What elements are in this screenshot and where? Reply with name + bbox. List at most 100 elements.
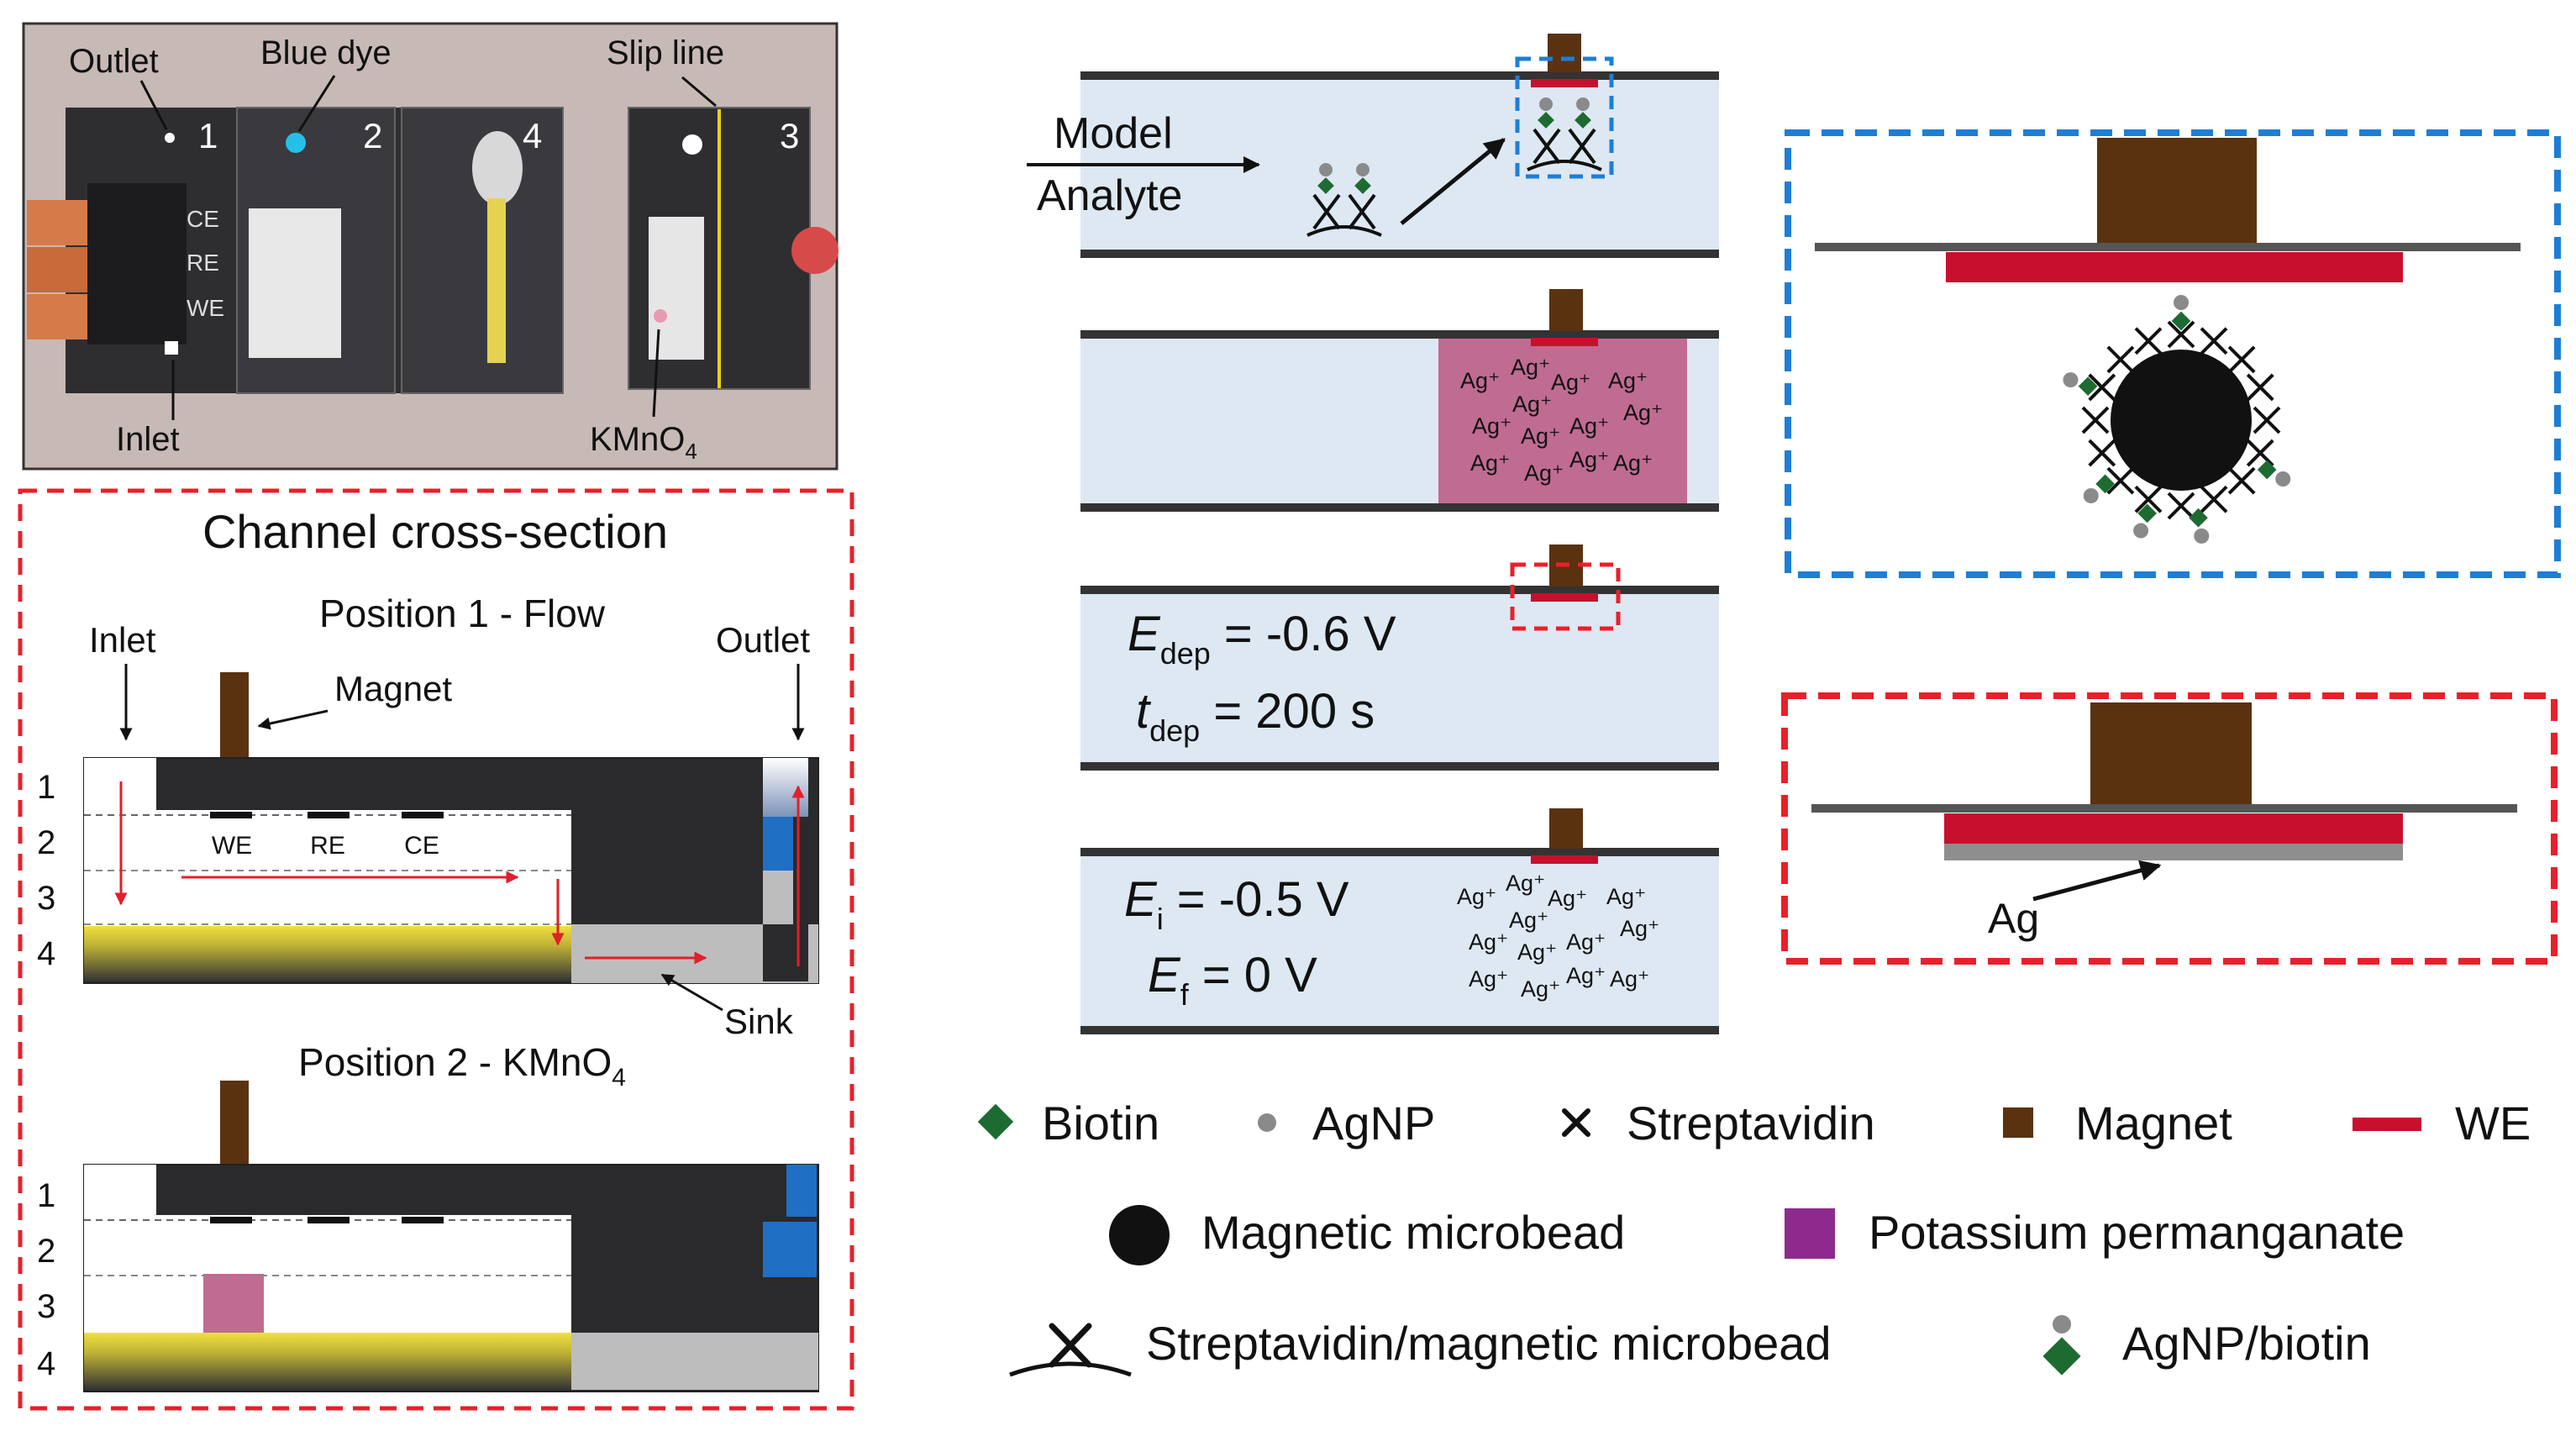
- callout-line: [652, 329, 660, 418]
- streptavidin-mark: [2167, 492, 2195, 520]
- photo-label-slip-line: Slip line: [607, 34, 724, 71]
- row-number: 2: [37, 1233, 55, 1270]
- row-number: 2: [37, 824, 55, 861]
- streptavidin-mark: [2106, 466, 2135, 495]
- channel-fill: [1080, 852, 1719, 1030]
- inlet-channel: [84, 1165, 156, 1217]
- agnp-mark: [2174, 295, 2189, 310]
- working-electrode: [1946, 252, 2403, 282]
- electrode-block: [87, 183, 187, 345]
- sink-reservoir: [84, 926, 571, 981]
- copper-contact: [27, 200, 87, 245]
- dye-column: [763, 1222, 817, 1277]
- legend-streptavidin: Streptavidin: [1627, 1097, 1875, 1150]
- copper-contact: [27, 247, 87, 292]
- dye-column: [763, 817, 793, 871]
- ag-ion: Ag⁺: [1548, 886, 1587, 911]
- streptavidin-legend-icon: [1564, 1111, 1588, 1134]
- agnp-biotin-legend-biotin: [2042, 1337, 2081, 1376]
- electrode-label: WE: [212, 832, 252, 860]
- channel-window: [249, 208, 341, 358]
- legend-biotin: Biotin: [1042, 1097, 1159, 1150]
- row-number: 3: [37, 1288, 55, 1325]
- position-2-title: Position 2 - KMnO4: [298, 1040, 626, 1092]
- working-electrode: [1531, 593, 1598, 602]
- electrode-pad: [308, 1217, 350, 1223]
- sink-reservoir: [84, 1333, 571, 1390]
- ag-ion: Ag⁺: [1610, 966, 1649, 992]
- zoom-indicator-blue: [1515, 56, 1614, 179]
- electrode-pad: [210, 812, 252, 818]
- ag-ion: Ag⁺: [1569, 447, 1609, 472]
- step-1-capture: Model Analyte: [1027, 34, 1719, 258]
- row-number: 1: [37, 769, 55, 806]
- biotin-legend-icon: [977, 1103, 1014, 1140]
- row-number: 4: [37, 1345, 55, 1382]
- sink-label: Sink: [724, 1002, 794, 1041]
- working-electrode: [1531, 338, 1598, 346]
- captured-complex-icon: [1527, 97, 1602, 171]
- ag-ion: Ag⁺: [1569, 413, 1609, 439]
- legend-microbead: Magnetic microbead: [1201, 1206, 1625, 1259]
- step-2-oxidation: Ag⁺ Ag⁺ Ag⁺ Ag⁺ Ag⁺ Ag⁺ Ag⁺ Ag⁺ Ag⁺ Ag⁺ …: [1080, 289, 1719, 512]
- agnp-mark: [2083, 487, 2099, 503]
- magnet: [220, 1081, 249, 1168]
- electrode-pad: [210, 1217, 252, 1223]
- working-electrode: [1944, 813, 2403, 844]
- streptavidin-mark: [2200, 327, 2228, 355]
- permanganate-legend-icon: [1785, 1208, 1835, 1259]
- zoom-indicator-red: [1510, 562, 1621, 631]
- agnp-legend-icon: [1258, 1113, 1276, 1132]
- photo-panel-number: 2: [363, 116, 382, 155]
- kmno4-region: [1438, 336, 1687, 506]
- kmno4-spoon: [472, 131, 523, 205]
- ag-ion: Ag⁺: [1623, 400, 1663, 425]
- sink-grey: [571, 1333, 818, 1390]
- working-electrode: [1531, 79, 1598, 87]
- photo-electrode-label: CE: [187, 206, 219, 232]
- model-analyte-label: Model: [1054, 109, 1173, 158]
- streptavidin-mark: [2088, 439, 2116, 467]
- zoom-red-frame: [1781, 692, 2558, 965]
- initial-potential: Ei = -0.5 V: [1124, 872, 1349, 936]
- biotin-mark: [2257, 460, 2277, 480]
- streptavidin-mark: [2246, 439, 2274, 467]
- grey-column: [763, 871, 793, 924]
- inlet-hole: [165, 341, 178, 355]
- callout-line: [139, 80, 168, 130]
- upper-channel: [84, 1215, 571, 1333]
- electrode-pad: [308, 812, 350, 818]
- photo-electrode-label: WE: [187, 295, 224, 321]
- ag-ion: Ag⁺: [1613, 450, 1653, 476]
- streptavidin-mark: [2106, 345, 2135, 374]
- legend-agnp-biotin: AgNP/biotin: [2122, 1317, 2371, 1370]
- ag-ion: Ag⁺: [1511, 355, 1550, 380]
- copper-contact: [27, 294, 87, 339]
- ag-arrow: [2032, 860, 2162, 902]
- blue-dye-drop: [286, 133, 306, 153]
- photo-panel-number: 4: [523, 116, 542, 155]
- slip-dot: [682, 134, 702, 155]
- ag-label: Ag: [1988, 895, 2039, 942]
- magnet-arrow: [257, 709, 329, 730]
- photo-panel-number: 1: [198, 116, 218, 155]
- ag-ion: Ag⁺: [1509, 908, 1548, 933]
- magnet: [220, 672, 249, 760]
- outlet-label: Outlet: [716, 620, 810, 660]
- step-4-stripping: Ei = -0.5 V Ef = 0 V Ag⁺ Ag⁺ Ag⁺ Ag⁺ Ag⁺…: [1080, 808, 1719, 1034]
- legend-permanganate: Potassium permanganate: [1869, 1206, 2405, 1259]
- ag-ion: Ag⁺: [1551, 370, 1590, 395]
- streptavidin-mark: [2088, 373, 2116, 402]
- streptavidin-mark: [2134, 327, 2163, 355]
- ag-ion-cluster: Ag⁺ Ag⁺ Ag⁺ Ag⁺ Ag⁺ Ag⁺ Ag⁺ Ag⁺ Ag⁺ Ag⁺ …: [1460, 355, 1663, 486]
- kmno4-handle: [487, 198, 506, 363]
- ag-ion: Ag⁺: [1457, 884, 1496, 909]
- agnp-biotin-legend-agnp: [2053, 1315, 2071, 1334]
- model-analyte-label: Analyte: [1037, 171, 1182, 220]
- zoom-blue-frame: [1785, 129, 2561, 578]
- agnp-mark: [2275, 471, 2291, 487]
- agnp-mark: [2194, 528, 2210, 544]
- magnet: [1549, 289, 1583, 331]
- ag-ion: Ag⁺: [1469, 966, 1508, 992]
- deposition-time: tdep = 200 s: [1136, 684, 1375, 748]
